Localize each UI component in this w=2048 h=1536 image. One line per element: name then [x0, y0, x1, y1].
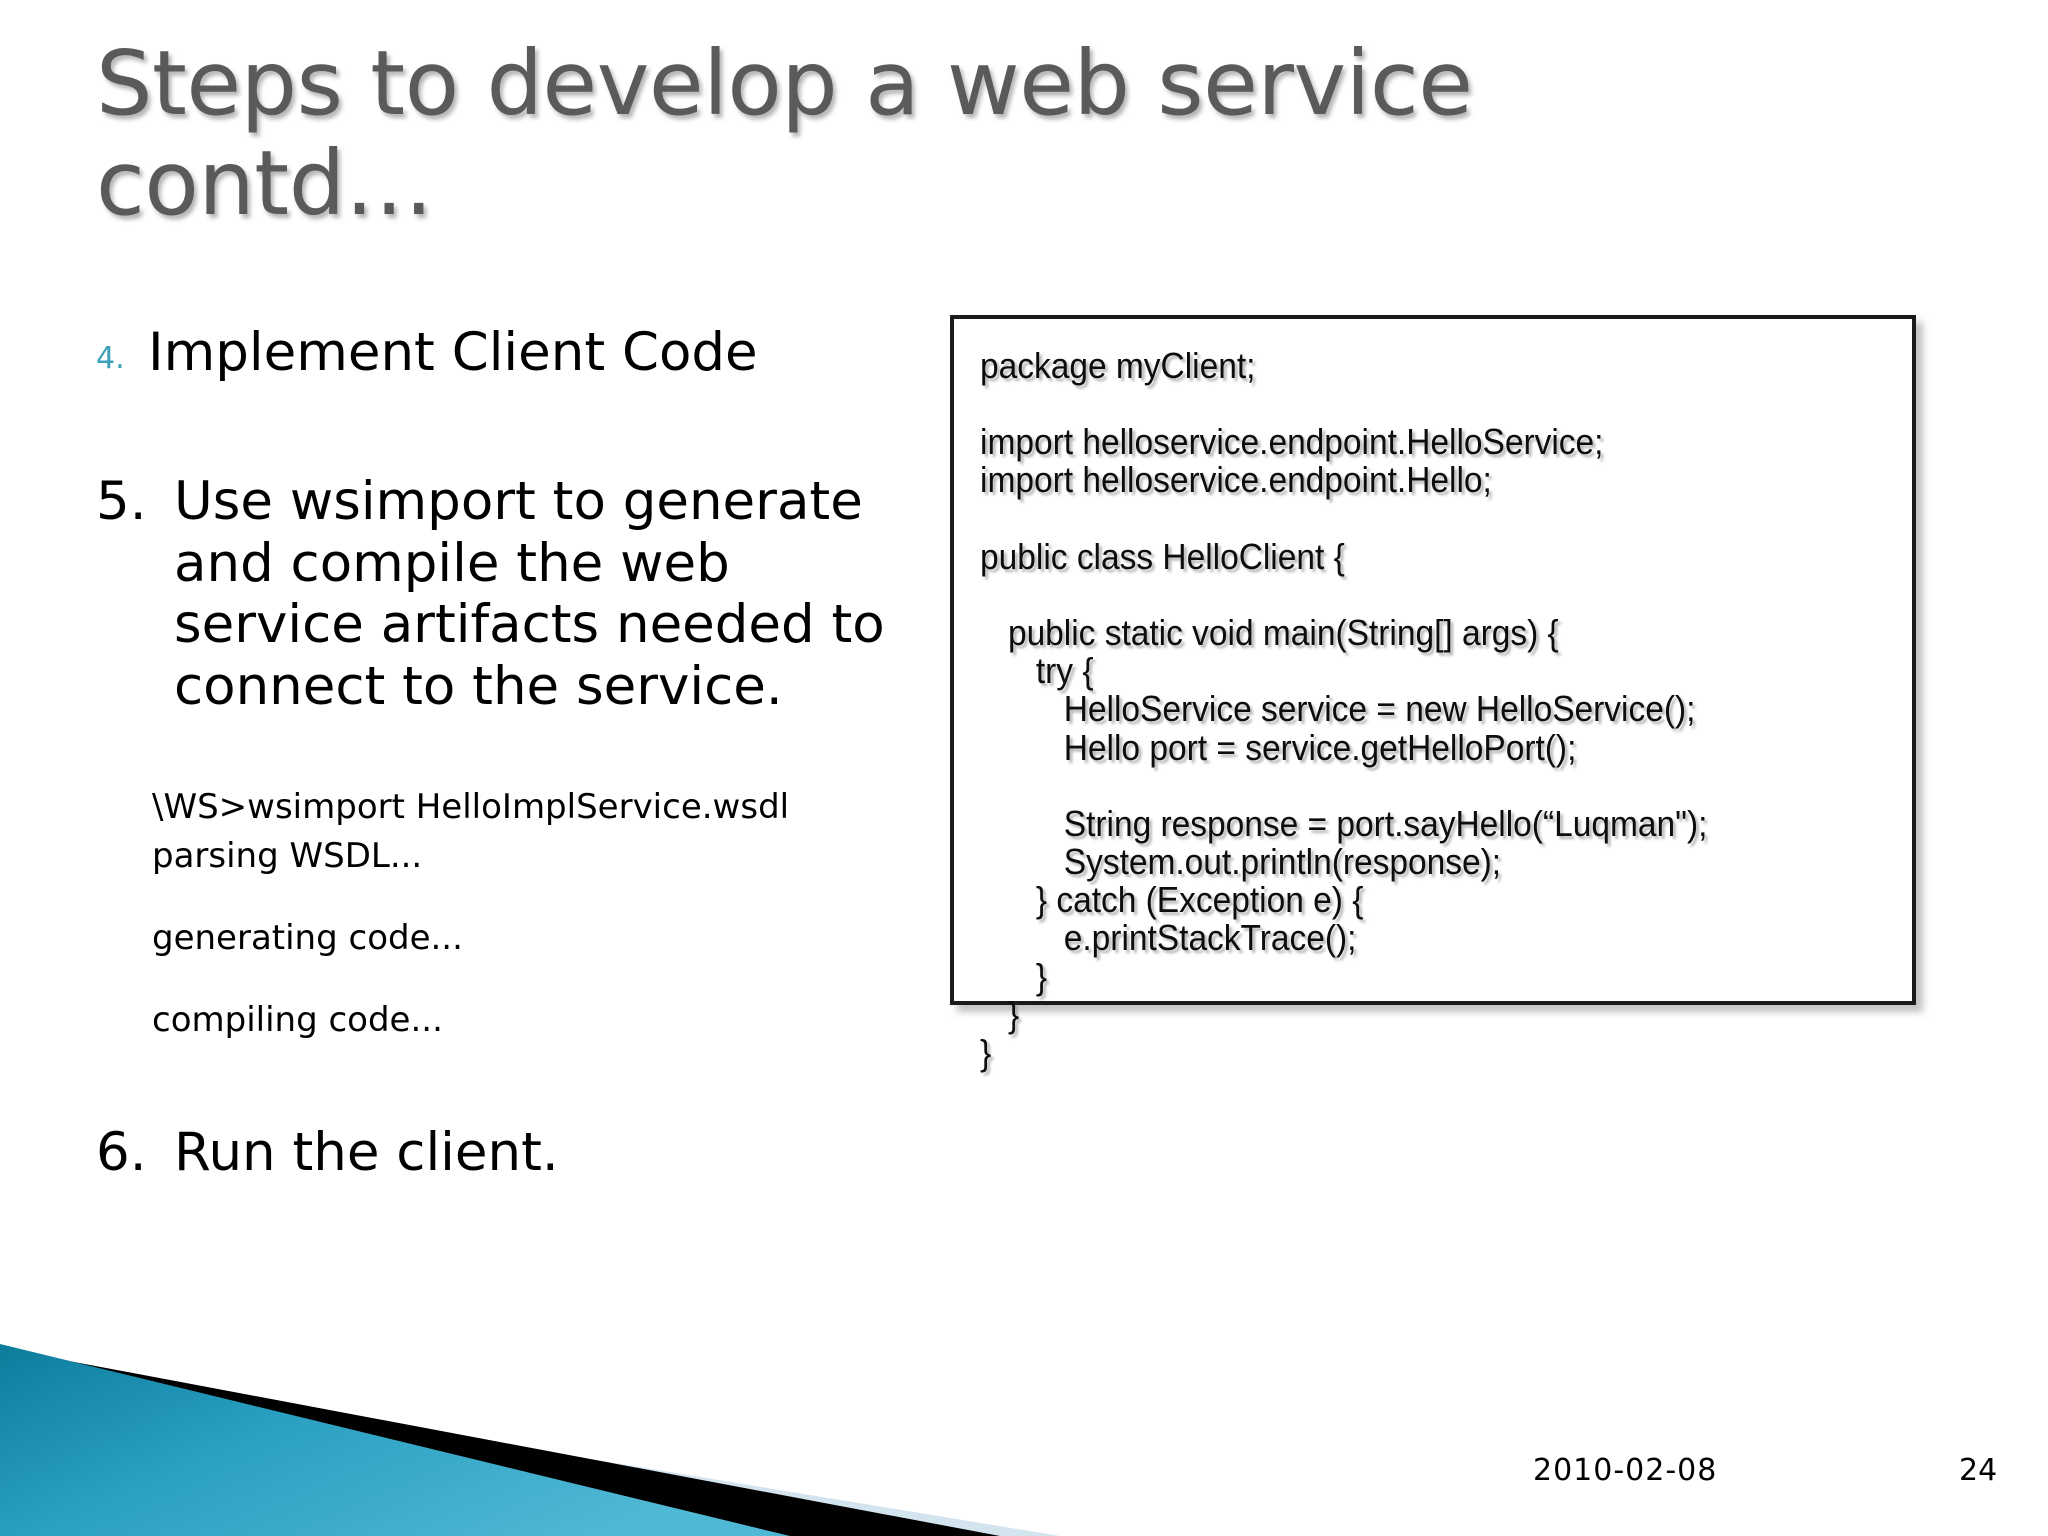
step-text-6: Run the client. — [174, 1122, 559, 1184]
step-number-5: 5. — [96, 471, 147, 533]
step-text-4: Implement Client Code — [148, 322, 758, 383]
step-number-6: 6. — [96, 1122, 147, 1184]
corner-band-black — [0, 1348, 1000, 1536]
footer-page-number: 24 — [1959, 1453, 1998, 1488]
console-spacer-2 — [152, 962, 886, 996]
step-number-4: 4. — [96, 341, 125, 376]
console-line-generating: generating code... — [152, 917, 463, 958]
page-title: Steps to develop a web service contd… — [96, 31, 1473, 235]
code-sample-text: package myClient; import helloservice.en… — [980, 345, 1708, 1073]
console-line-compiling: compiling code... — [152, 1000, 443, 1041]
corner-band-pale-blue — [0, 1362, 1060, 1536]
steps-list: 4. Implement Client Code 5. Use wsimport… — [96, 322, 886, 1184]
corner-decoration-svg — [0, 1344, 1060, 1536]
corner-decoration — [0, 1266, 1060, 1536]
corner-band-teal — [0, 1344, 790, 1536]
list-item-step-6: 6. Run the client. — [96, 1122, 886, 1183]
footer-date: 2010-02-08 — [1533, 1453, 1718, 1488]
list-item-step-5: 5. Use wsimport to generate and compile … — [96, 471, 886, 717]
step-text-5: Use wsimport to generate and compile the… — [174, 471, 885, 717]
code-sample-box: package myClient; import helloservice.en… — [950, 315, 1916, 1071]
list-item-step-4: 4. Implement Client Code — [96, 322, 886, 383]
console-line-parsing: parsing WSDL... — [152, 835, 423, 876]
console-line-command: \WS>wsimport HelloImplService.wsdl — [152, 787, 790, 828]
console-output-block: \WS>wsimport HelloImplService.wsdl parsi… — [152, 783, 886, 1044]
console-spacer-1 — [152, 880, 886, 914]
